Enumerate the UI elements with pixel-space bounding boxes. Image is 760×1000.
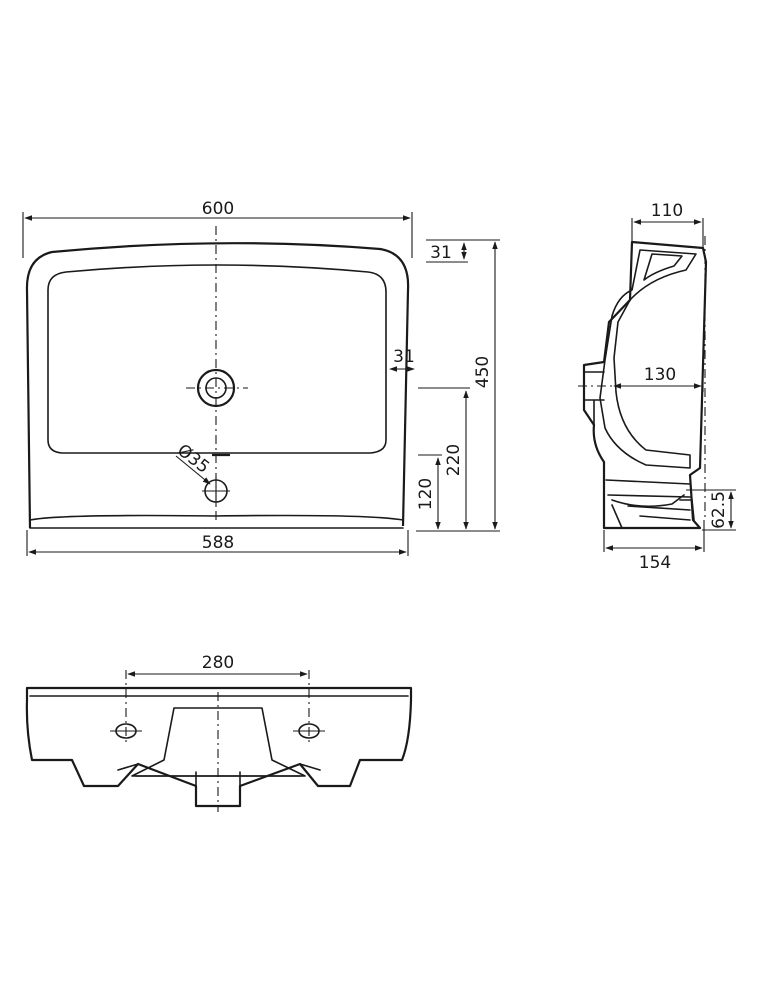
- dim-280-label: 280: [202, 653, 234, 673]
- front-waste-outlet: [195, 771, 241, 807]
- plan-outer-outline: [25, 242, 410, 529]
- front-central-recess: [131, 707, 306, 777]
- plan-view: 600 588 31 31 450 220 120 Ø35: [22, 199, 500, 556]
- dim-31-side-label: 31: [393, 347, 415, 367]
- front-view: 280: [25, 653, 413, 812]
- dim-d35-leader: [175, 455, 211, 485]
- side-section-view: 110 130 62.5 154: [578, 201, 736, 573]
- dim-450-label: 450: [473, 356, 493, 388]
- dim-130-label: 130: [644, 365, 676, 385]
- side-outer-profile: [582, 240, 708, 530]
- dim-d35-label: Ø35: [173, 440, 213, 477]
- dim-31-back-label: 31: [430, 243, 452, 263]
- dim-154-label: 154: [639, 553, 671, 573]
- dim-110-label: 110: [651, 201, 683, 221]
- side-base-detail: [605, 479, 695, 529]
- plan-inner-bowl: [47, 264, 387, 454]
- dim-588-label: 588: [202, 533, 234, 553]
- side-waste-outlet: [583, 371, 605, 425]
- front-outer-outline: [25, 686, 413, 808]
- dim-62-5-label: 62.5: [709, 491, 729, 529]
- dim-120-label: 120: [416, 478, 436, 510]
- dim-220-label: 220: [444, 444, 464, 476]
- side-inner-bowl: [599, 249, 697, 469]
- dim-600-label: 600: [202, 199, 234, 219]
- plan-front-rim: [29, 514, 404, 529]
